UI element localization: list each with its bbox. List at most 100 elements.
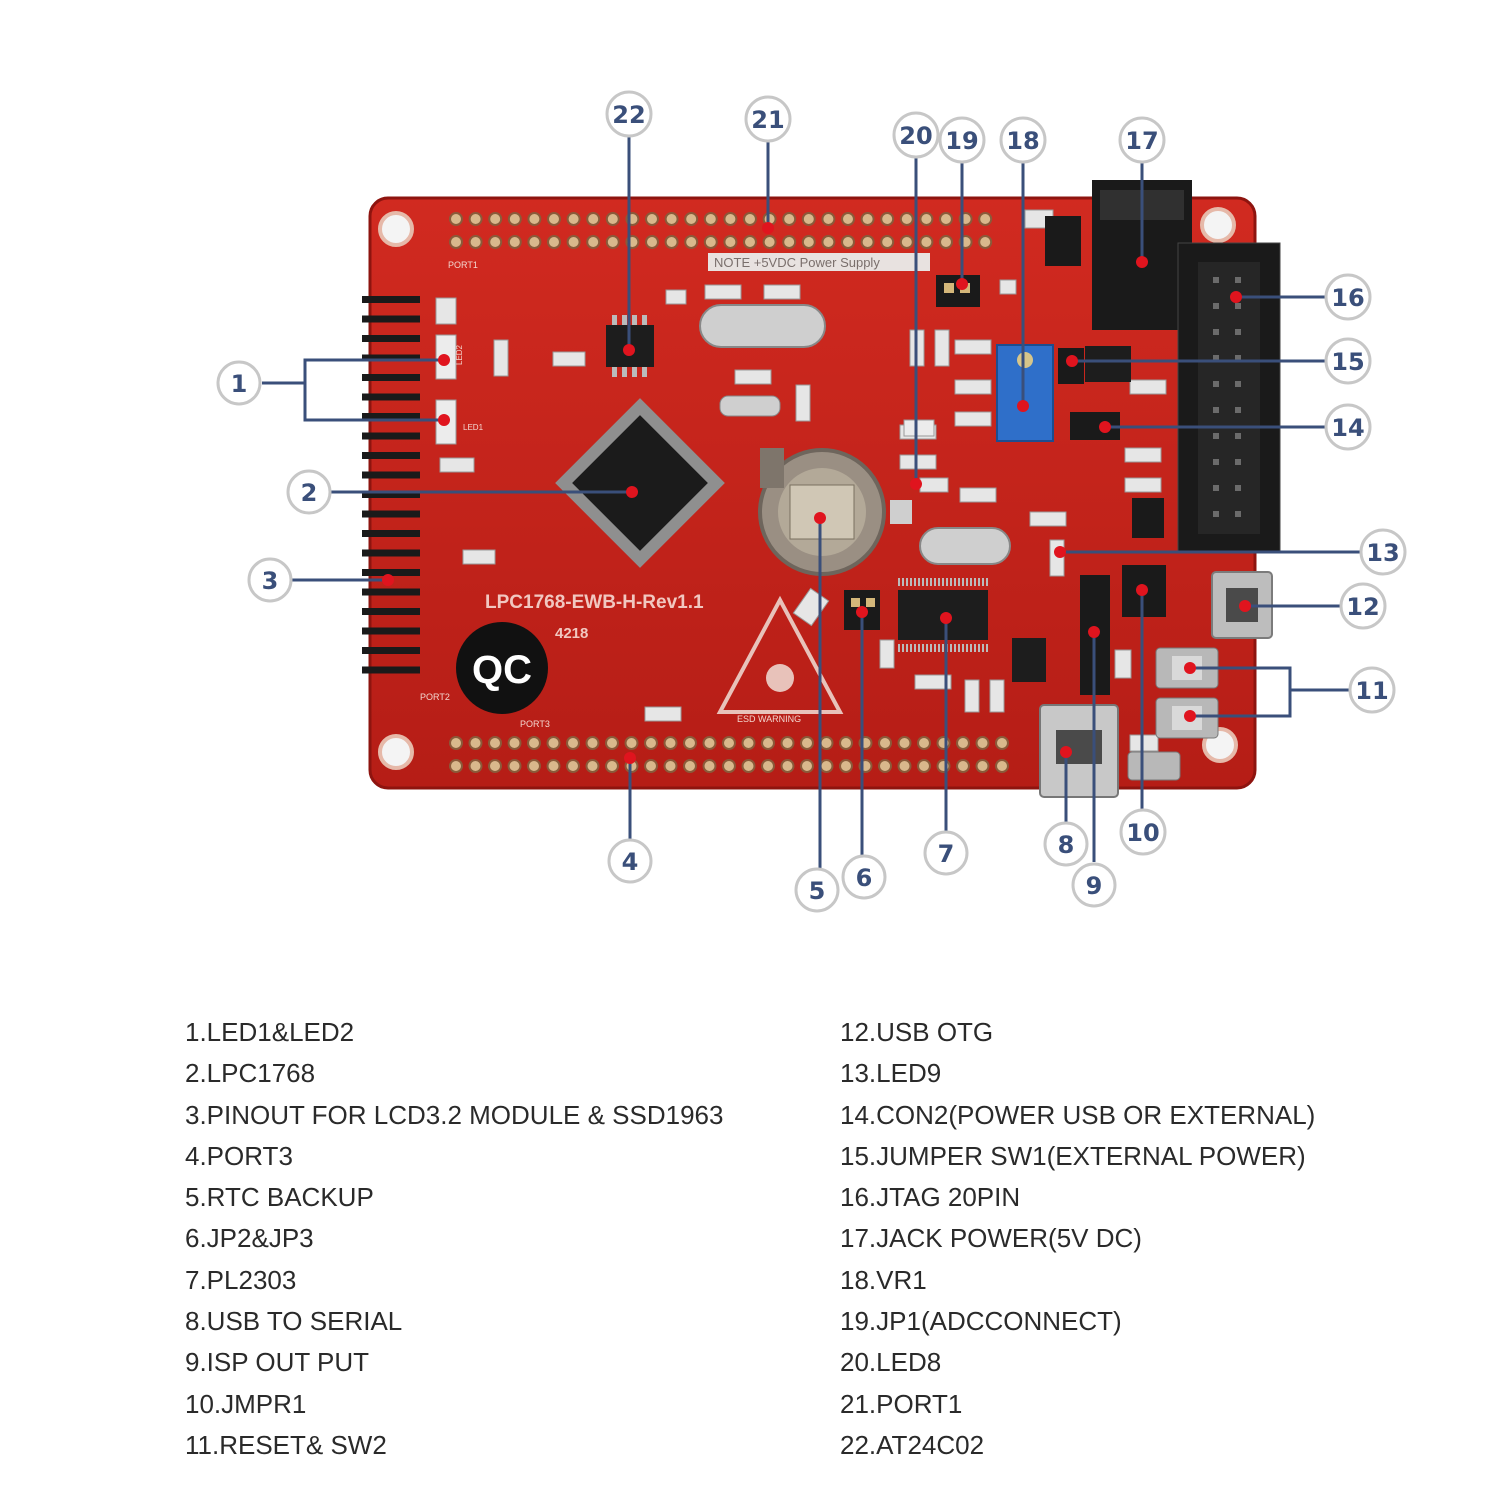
jtag-pin: [1235, 485, 1241, 491]
header-pin: [702, 759, 717, 773]
header-pin: [839, 736, 853, 750]
header-pin: [761, 759, 775, 773]
callout-number: 4: [622, 848, 639, 876]
callout-number: 2: [301, 479, 318, 507]
jtag-pin: [1213, 485, 1219, 491]
callout-number: 3: [262, 567, 279, 595]
callout-3: 3: [247, 557, 293, 603]
header-pin: [723, 212, 738, 226]
header-pin: [939, 212, 953, 226]
jtag-pin: [1213, 381, 1219, 387]
callout-number: 8: [1058, 831, 1075, 859]
callouts: 1 2 3 4 5 6 7 8 9 10 11 12 13 14 15 16 1…: [216, 90, 1407, 913]
rtc-battery-holder: [758, 448, 912, 576]
legend-item: 18.VR1: [840, 1264, 927, 1295]
header-pin: [547, 212, 561, 226]
header-pin: [839, 759, 853, 773]
header-pin: [566, 235, 581, 249]
port3-header: [449, 736, 1009, 773]
header-pin: [683, 736, 697, 750]
lcd-header-pin: [362, 452, 420, 459]
header-pin: [860, 212, 875, 226]
header-pin: [684, 212, 699, 226]
header-pin: [703, 235, 718, 249]
header-pin: [880, 235, 895, 249]
callout-number: 13: [1366, 539, 1399, 567]
header-pin: [683, 759, 697, 773]
jtag-pin: [1213, 277, 1219, 283]
jtag-pin: [1235, 433, 1241, 439]
header-pin: [819, 736, 834, 750]
header-pin: [919, 235, 934, 249]
callout-number: 20: [899, 122, 932, 150]
header-pin: [741, 759, 756, 773]
header-pin: [741, 736, 756, 750]
lcd-header-pin: [362, 491, 420, 498]
passive-components: [644, 209, 1167, 752]
lcd-header-pin: [362, 471, 420, 479]
header-pin: [703, 212, 718, 226]
callout-8: 8: [1043, 821, 1089, 867]
callout-number: 15: [1331, 348, 1364, 376]
jtag-pin: [1213, 329, 1219, 335]
header-pin: [449, 212, 463, 226]
callout-13: 13: [1359, 528, 1407, 576]
header-pin: [527, 212, 542, 226]
header-pin: [782, 235, 797, 249]
header-pin: [488, 235, 503, 249]
lcd-header-pin: [362, 647, 420, 654]
callout-20: 20: [892, 111, 940, 159]
header-pin: [449, 235, 463, 249]
legend-item: 11.RESET& SW2: [185, 1429, 387, 1460]
header-pin: [860, 235, 875, 249]
header-pin: [936, 736, 951, 750]
legend-item: 12.USB OTG: [840, 1017, 994, 1047]
header-pin: [975, 736, 990, 750]
legend-item: 14.CON2(POWER USB OR EXTERNAL): [840, 1099, 1316, 1130]
port2-silk-label: PORT2: [420, 692, 450, 702]
header-pin: [936, 759, 951, 773]
legend-item: 17.JACK POWER(5V DC): [840, 1223, 1142, 1254]
header-pin: [664, 212, 679, 226]
jtag-pin: [1213, 433, 1219, 439]
callout-4: 4: [607, 838, 653, 884]
legend-item: 19.JP1(ADCCONNECT): [840, 1306, 1122, 1337]
header-pin: [663, 759, 678, 773]
port3-silk-label: PORT3: [520, 719, 550, 729]
esd-label: ESD WARNING: [737, 714, 801, 724]
header-pin: [800, 736, 814, 750]
note-label: NOTE +5VDC Power Supply: [714, 255, 880, 270]
leader-lines: [262, 135, 1360, 868]
header-pin: [880, 212, 895, 226]
header-pin: [722, 736, 736, 750]
jtag-pin: [1213, 355, 1219, 361]
legend-item: 13.LED9: [840, 1058, 942, 1089]
jtag-pin: [1235, 355, 1241, 361]
lcd-header-pin: [362, 608, 420, 615]
lcd-pinout-header: [362, 296, 420, 674]
lcd-header-pin: [362, 666, 420, 674]
header-pin: [917, 759, 931, 773]
header-pin: [488, 736, 502, 750]
legend-item: 3.PINOUT FOR LCD3.2 MODULE & SSD1963: [185, 1099, 724, 1130]
jtag-pin: [1235, 381, 1241, 387]
header-pin: [722, 759, 736, 773]
lcd-header-pin: [362, 374, 420, 381]
header-pin: [956, 736, 970, 750]
header-pin: [605, 235, 620, 249]
vr1-potentiometer: [996, 344, 1054, 442]
callout-12: 12: [1339, 582, 1387, 630]
header-pin: [995, 759, 1009, 773]
header-pin: [684, 235, 699, 249]
lcd-header-pin: [362, 588, 420, 596]
board-diagram: PORT1 PORT3 PORT2 NOTE +5VDC Power Suppl…: [216, 90, 1407, 913]
header-pin: [723, 235, 738, 249]
jtag-pin: [1213, 407, 1219, 413]
header-pin: [527, 235, 542, 249]
callout-number: 10: [1126, 819, 1159, 847]
header-pin: [527, 759, 541, 773]
callout-number: 14: [1331, 414, 1364, 442]
led2-silk: LED2: [455, 344, 464, 365]
header-pin: [645, 235, 659, 249]
lpc1768-chip: [555, 398, 725, 568]
